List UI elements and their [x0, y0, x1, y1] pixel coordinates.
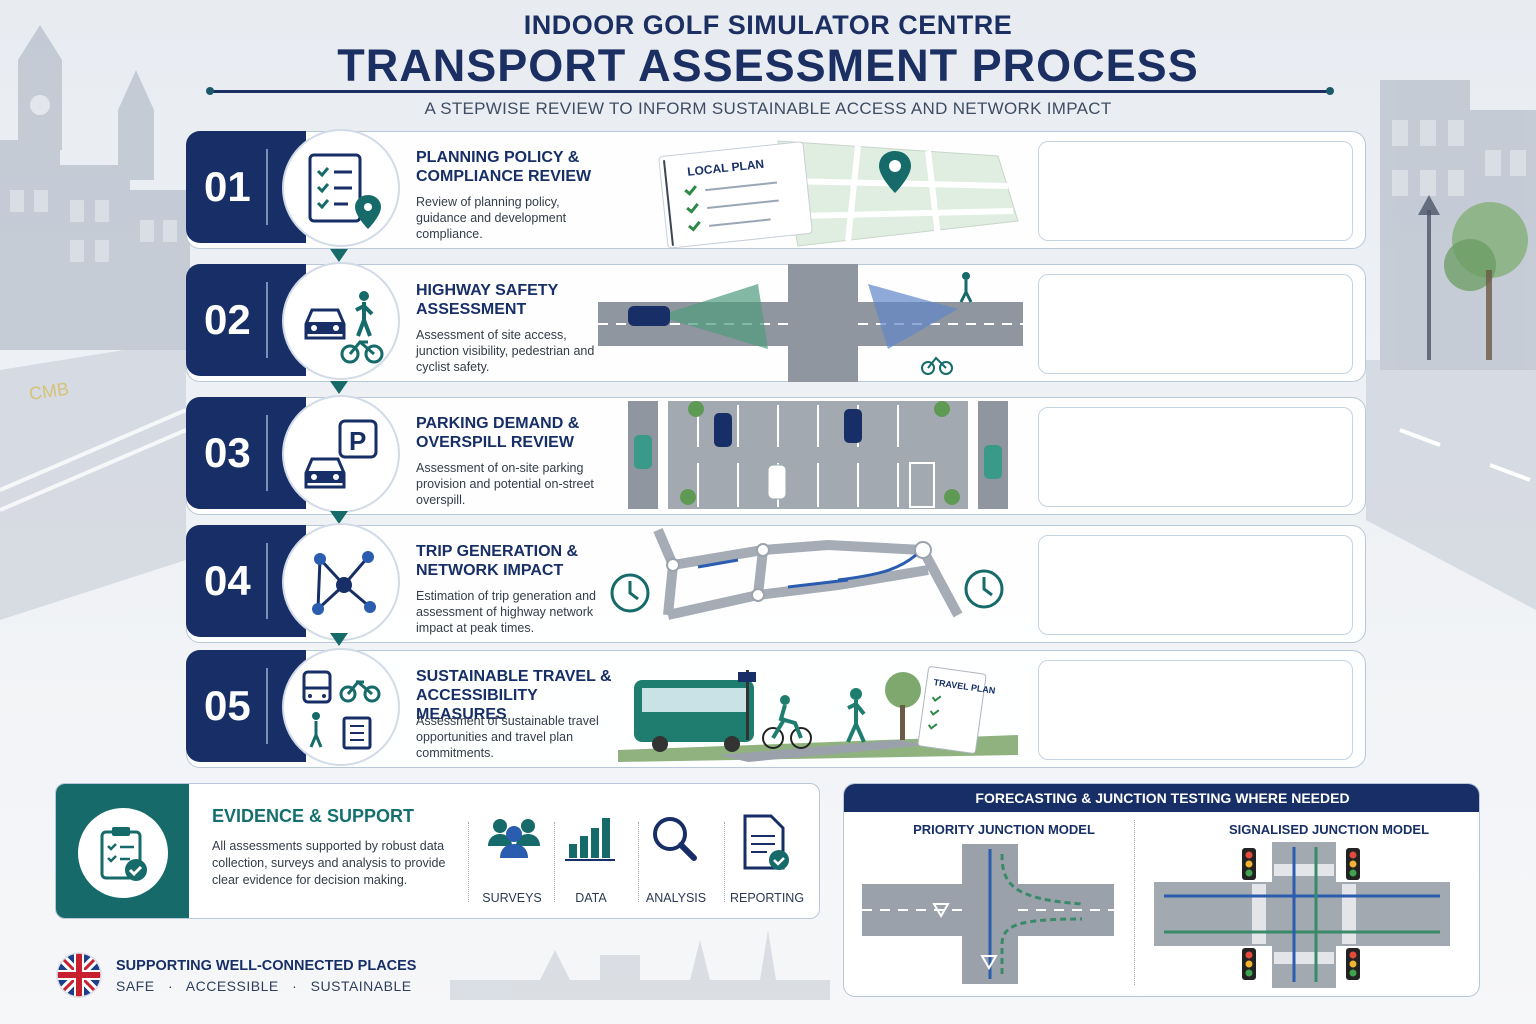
header-subtitle: INDOOR GOLF SIMULATOR CENTRE — [523, 10, 1013, 40]
footer-value: SUSTAINABLE — [310, 978, 412, 994]
step-3: 03 P PARKING DEMAND & OVERSPILL REVIEW A… — [186, 395, 1366, 515]
step-notes-box — [1038, 274, 1353, 374]
evidence-item-data: DATA — [548, 784, 634, 918]
step-1: 01 PLANNING POLICY & COMPLIANCE REVIEW R… — [186, 129, 1366, 249]
road-network-illustration — [610, 528, 1004, 620]
junction-visibility-illustration — [598, 264, 1023, 382]
step-title: TRIP GENERATION & NETWORK IMPACT — [416, 543, 579, 579]
bus-bike-walk-icon — [302, 670, 381, 750]
step-4: 04 TRIP GENERATION & NETWORK IMPACT Esti… — [186, 523, 1366, 643]
step-description: Assessment of site access, junction visi… — [416, 328, 595, 374]
step-notes-box — [1038, 141, 1353, 241]
step-title: SUSTAINABLE TRAVEL & ACCESSIBILITY MEASU… — [416, 668, 612, 723]
step-notes-box — [1038, 407, 1353, 507]
divider — [554, 822, 555, 902]
footer-separator: · — [167, 978, 174, 994]
svg-text:P: P — [349, 426, 366, 456]
signalised-junction-label: SIGNALISED JUNCTION MODEL — [1228, 822, 1430, 837]
evidence-item-analysis: ANALYSIS — [633, 784, 719, 918]
step-notes-box — [1038, 535, 1353, 635]
step-title: HIGHWAY SAFETY ASSESSMENT — [416, 282, 558, 318]
divider — [638, 822, 639, 902]
car-parking-icon: P — [304, 419, 378, 489]
step-description: Estimation of trip generation and assess… — [416, 589, 596, 635]
local-plan-map-illustration: LOCAL PLAN — [658, 140, 1019, 249]
magnifier-icon — [653, 817, 697, 861]
flow-arrow-icon — [330, 249, 348, 262]
divider — [468, 822, 469, 902]
evidence-item-label: DATA — [575, 891, 607, 905]
divider — [724, 822, 725, 902]
bar-chart-icon — [565, 818, 615, 861]
signalised-junction-diagram — [1154, 842, 1450, 988]
page-title: TRANSPORT ASSESSMENT PROCESS — [337, 40, 1199, 91]
clipboard-check-icon — [100, 827, 147, 881]
priority-junction-label: PRIORITY JUNCTION MODEL — [913, 822, 1095, 837]
title-divider — [206, 87, 1334, 95]
evidence-support-panel: EVIDENCE & SUPPORT All assessments suppo… — [55, 783, 820, 919]
footer-separator: · — [292, 978, 298, 994]
footer-value: SAFE — [116, 978, 155, 994]
step-title: PLANNING POLICY & COMPLIANCE REVIEW — [416, 149, 592, 185]
footer-headline: SUPPORTING WELL-CONNECTED PLACES — [116, 958, 417, 974]
forecasting-panel: FORECASTING & JUNCTION TESTING WHERE NEE… — [843, 783, 1480, 997]
step-title: PARKING DEMAND & OVERSPILL REVIEW — [416, 415, 580, 451]
footer-value: ACCESSIBLE — [185, 978, 279, 994]
forecasting-title: FORECASTING & JUNCTION TESTING WHERE NEE… — [844, 784, 1479, 812]
checklist-location-icon — [308, 153, 381, 229]
step-2: 02 HIGHWAY SAFETY ASSESSMENT Assessment … — [186, 262, 1366, 382]
divider — [1134, 820, 1135, 985]
evidence-item-reporting: REPORTING — [724, 784, 810, 918]
evidence-item-label: SURVEYS — [482, 891, 542, 905]
step-description: Review of planning policy, guidance and … — [416, 195, 567, 241]
step-icon-circle — [282, 648, 400, 766]
people-icon — [488, 819, 540, 858]
evidence-item-label: ANALYSIS — [645, 891, 707, 905]
sustainable-travel-illustration: TRAVEL PLAN — [618, 666, 1018, 762]
step-description: Assessment of on-site parking provision … — [416, 461, 594, 507]
evidence-item-label: REPORTING — [729, 891, 805, 905]
step-notes-box — [1038, 660, 1353, 760]
evidence-item-surveys: SURVEYS — [469, 784, 555, 918]
footer-values: SAFE · ACCESSIBLE · SUSTAINABLE — [116, 978, 412, 994]
network-icon — [312, 551, 376, 615]
report-document-icon — [743, 814, 789, 870]
evidence-title: EVIDENCE & SUPPORT — [212, 806, 415, 826]
priority-junction-diagram — [862, 844, 1114, 984]
flow-arrow-icon — [330, 633, 348, 646]
car-park-illustration — [628, 401, 1008, 509]
flow-arrow-icon — [330, 381, 348, 394]
step-5: 05 SUSTAINABLE TRAVEL & ACCESSIBILITY ME… — [186, 648, 1366, 768]
step-description: Assessment of sustainable travel opportu… — [416, 714, 599, 760]
header-tagline: A STEPWISE REVIEW TO INFORM SUSTAINABLE … — [424, 99, 1112, 118]
uk-flag-icon — [56, 952, 102, 998]
flow-arrow-icon — [330, 511, 348, 524]
evidence-description: All assessments supported by robust data… — [212, 839, 446, 887]
car-pedestrian-cyclist-icon — [304, 291, 384, 364]
